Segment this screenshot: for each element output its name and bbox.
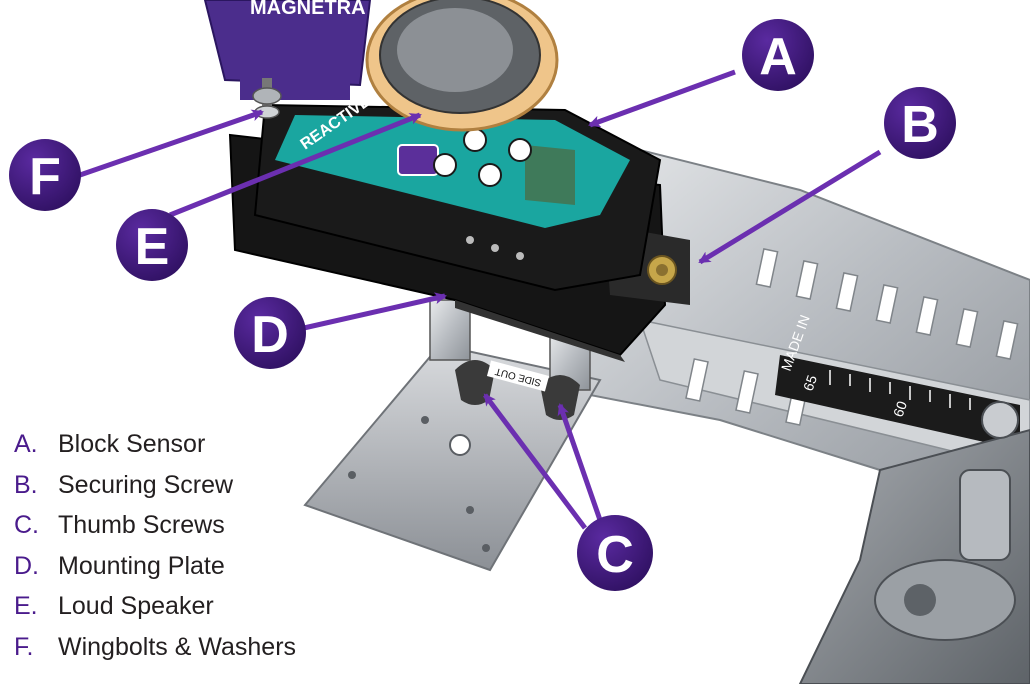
legend-letter: C. [14, 511, 39, 539]
legend-letter: B. [14, 470, 38, 499]
legend-label: Block Sensor [58, 430, 206, 458]
cylinder-text: MAGNETRA [250, 0, 366, 19]
legend-item-block-sensor: A. Block Sensor [14, 424, 296, 465]
callout-f: F [9, 139, 81, 211]
mechanism [798, 401, 1030, 684]
parts-legend: A. Block Sensor B. Securing Screw C. Thumb … [14, 424, 296, 667]
legend-item-wingbolts-washers: F. Wingbolts & Washers [14, 627, 296, 668]
callout-f-letter: F [29, 148, 61, 206]
device-buttons [397, 128, 532, 187]
callout-a: A [742, 19, 814, 91]
callout-arrows [79, 69, 882, 530]
callout-b: B [884, 87, 956, 159]
legend-item-thumb-screws: C. Thumb Screws [14, 505, 296, 546]
legend-item-mounting-plate: D. Mounting Plate [14, 546, 296, 587]
legend-label: Wingbolts & Washers [58, 632, 297, 661]
legend-item-securing-screw: B. Securing Screw [14, 465, 296, 506]
arrow-b [698, 149, 882, 265]
base-plate [303, 343, 602, 572]
arrow-d [294, 292, 447, 333]
callout-e: E [116, 209, 188, 281]
legend-label: Securing Screw [58, 470, 234, 499]
ruler-number-60: 60 [890, 399, 910, 419]
block-sensor-device: REACTIVE [253, 93, 662, 292]
legend-label: Mounting Plate [58, 551, 225, 580]
arrow-c-right [557, 403, 603, 521]
legend-label: Loud Speaker [58, 592, 214, 620]
ruler-rail: MADE IN 65 60 [558, 138, 1030, 522]
legend-letter: D. [14, 551, 39, 580]
arrow-a [588, 69, 736, 128]
callout-d: D [234, 297, 306, 369]
legend-label: Thumb Screws [58, 511, 225, 539]
speaker-cylinder: MAGNETRA [203, 0, 559, 132]
arrow-f [79, 109, 264, 178]
callout-b-letter: B [901, 96, 939, 154]
legend-letter: F. [14, 632, 34, 661]
callout-e-letter: E [135, 218, 170, 276]
callout-a-letter: A [759, 28, 797, 86]
callout-d-letter: D [251, 306, 289, 364]
legend-letter: E. [14, 592, 38, 620]
callout-c-letter: C [596, 526, 634, 584]
ruler-number-65: 65 [800, 373, 820, 393]
arrow-e [169, 112, 422, 218]
legend-item-loud-speaker: E. Loud Speaker [14, 586, 296, 627]
arrow-c-left [483, 393, 587, 530]
callout-c: C [577, 515, 653, 591]
legend-letter: A. [14, 430, 38, 458]
